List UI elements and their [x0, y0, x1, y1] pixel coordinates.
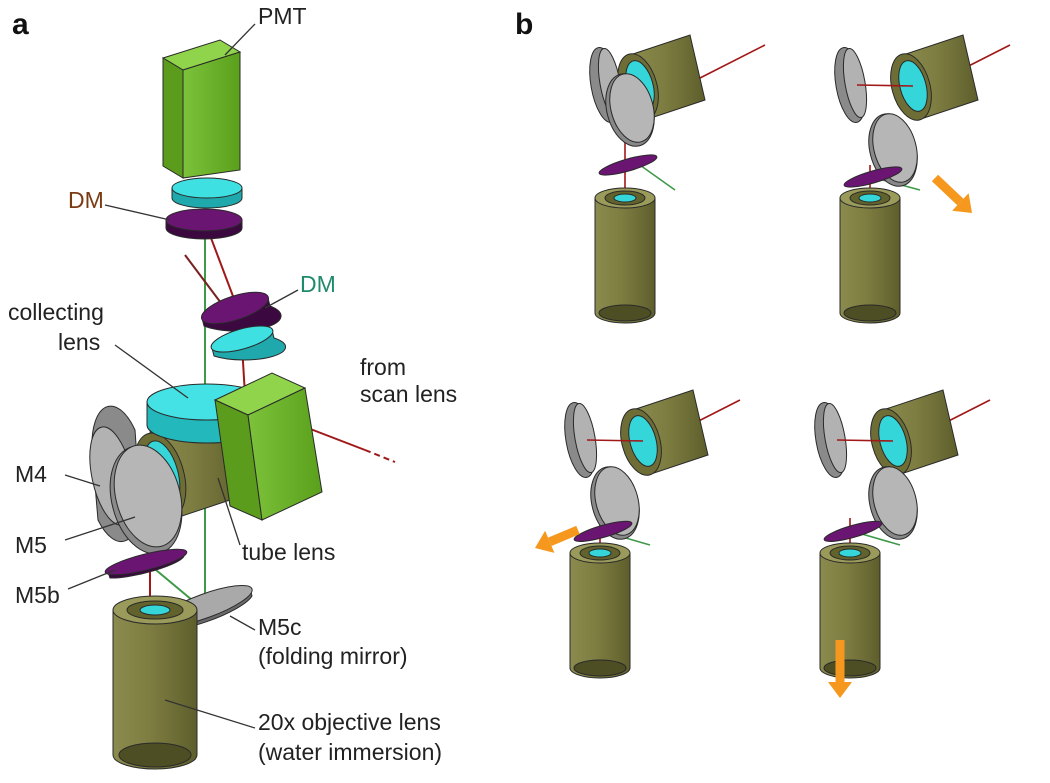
label-m5c: M5c: [258, 614, 301, 640]
panel-label-b: b: [515, 8, 533, 41]
label-scan-lens: scan lens: [360, 381, 457, 407]
label-m5: M5: [15, 532, 47, 558]
panel-b-config-1: [589, 34, 766, 324]
scan-box: [213, 372, 323, 521]
dm-lens: [210, 325, 287, 361]
label-m4: M4: [15, 461, 47, 487]
move-arrow: [931, 174, 964, 206]
panel-label-a: a: [12, 8, 29, 41]
label-m5b: M5b: [15, 582, 60, 608]
objective-lens-a: [112, 595, 198, 770]
leader-lines-a: [64, 23, 299, 729]
mirror-m5: [109, 444, 183, 555]
panel-b-config-4: [814, 389, 991, 698]
label-folding-mirror: (folding mirror): [258, 643, 408, 669]
panel-b-config-2: [834, 34, 1011, 324]
label-dm-lower: DM: [300, 271, 336, 297]
panel-a: a: [8, 3, 457, 770]
dichroic-mirror-upper: [165, 208, 243, 240]
label-collecting-lens: lens: [58, 329, 100, 355]
label-water-immersion: (water immersion): [258, 739, 442, 765]
pmt-lens: [171, 177, 243, 209]
label-dm-upper: DM: [68, 187, 104, 213]
label-pmt: PMT: [258, 3, 307, 29]
move-arrow-head: [828, 682, 852, 698]
label-collecting: collecting: [8, 299, 104, 325]
label-from: from: [360, 354, 406, 380]
pmt-detector: [161, 39, 242, 179]
panel-b-config-3: [535, 389, 741, 679]
dichroic-mirror-lower: [201, 291, 282, 332]
move-arrow: [548, 525, 580, 546]
move-arrow-head: [952, 193, 972, 213]
panel-b: b: [515, 8, 1011, 698]
mirror-m5b: [104, 548, 188, 579]
label-tube-lens: tube lens: [242, 539, 335, 565]
move-arrow-head: [535, 530, 555, 553]
label-objective: 20x objective lens: [258, 709, 441, 735]
